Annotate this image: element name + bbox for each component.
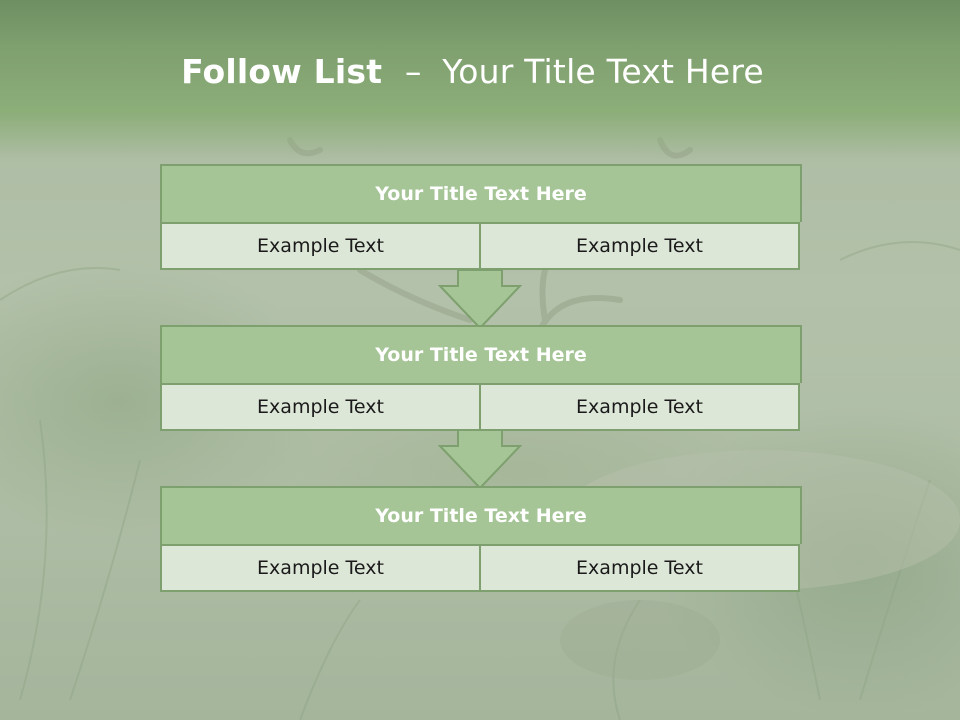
block-title: Your Title Text Here <box>160 486 802 544</box>
block-cell-right: Example Text <box>480 383 800 431</box>
block-cell-left: Example Text <box>160 383 480 431</box>
block-row: Example Text Example Text <box>160 222 800 270</box>
list-block-2: Your Title Text Here Example Text Exampl… <box>160 325 802 431</box>
list-block-3: Your Title Text Here Example Text Exampl… <box>160 486 802 592</box>
title-separator: – <box>404 52 422 91</box>
title-rest: Your Title Text Here <box>442 52 764 91</box>
block-row: Example Text Example Text <box>160 544 800 592</box>
title-bold: Follow List <box>181 52 383 91</box>
block-cell-left: Example Text <box>160 222 480 270</box>
block-row: Example Text Example Text <box>160 383 800 431</box>
block-cell-left: Example Text <box>160 544 480 592</box>
list-block-1: Your Title Text Here Example Text Exampl… <box>160 164 802 270</box>
block-cell-right: Example Text <box>480 222 800 270</box>
block-cell-right: Example Text <box>480 544 800 592</box>
down-arrow-icon <box>438 270 522 330</box>
header-band <box>0 0 960 160</box>
block-title: Your Title Text Here <box>160 164 802 222</box>
down-arrow-icon <box>438 430 522 490</box>
page-title: Follow List – Your Title Text Here <box>0 52 945 91</box>
block-title: Your Title Text Here <box>160 325 802 383</box>
